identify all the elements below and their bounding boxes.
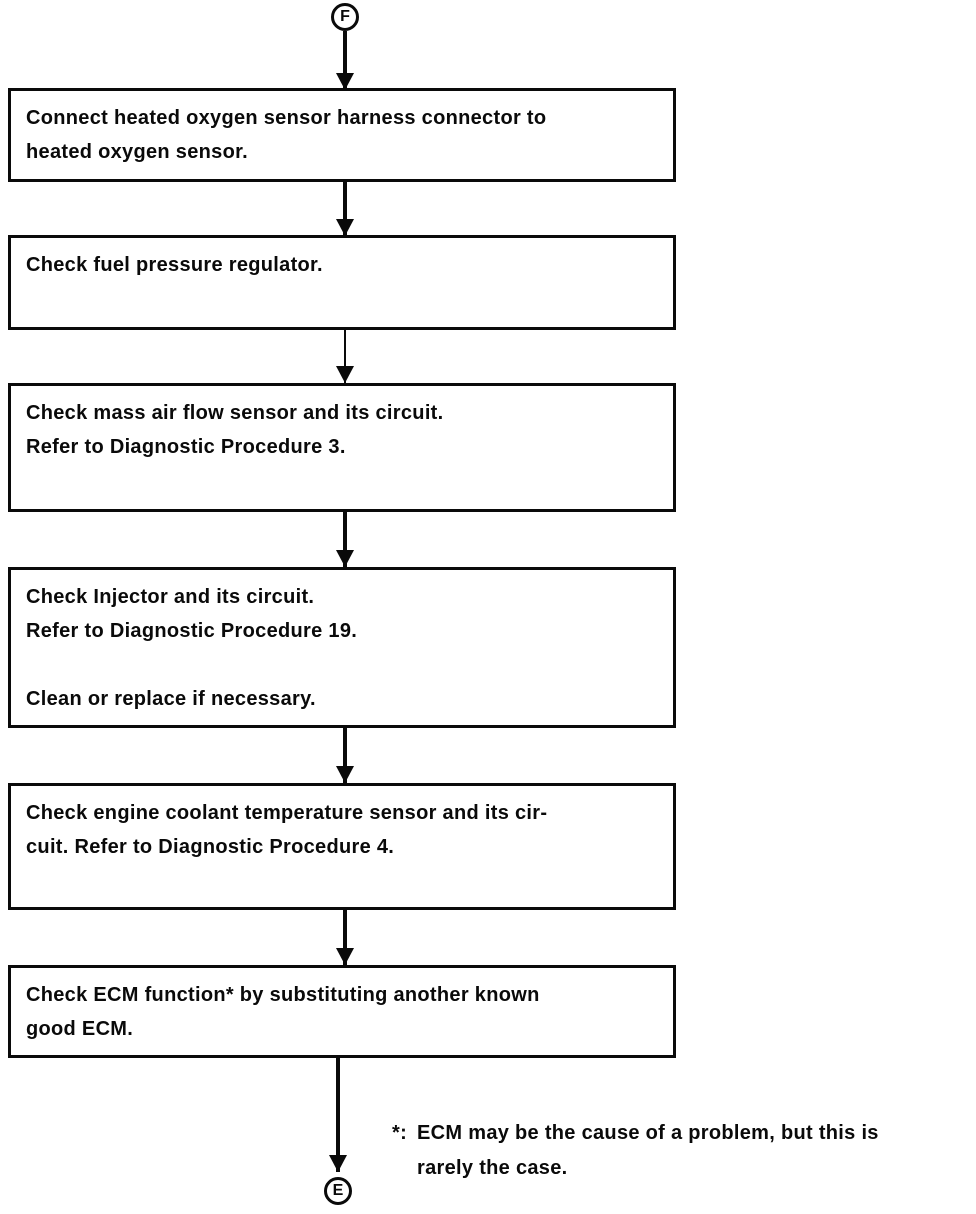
flow-arrow — [344, 330, 346, 383]
step-text: Check fuel pressure regulator. — [26, 254, 323, 276]
connector-circle-f: F — [331, 3, 359, 31]
connector-e-label: E — [332, 1182, 344, 1199]
step-text: Check ECM function* by substituting anot… — [26, 984, 540, 1040]
flow-arrow — [343, 512, 347, 567]
connector-f-label: F — [340, 8, 350, 25]
connector-circle-e: E — [324, 1177, 352, 1205]
step-text: Check engine coolant temperature sensor … — [26, 802, 548, 858]
flow-arrow — [343, 31, 347, 90]
step-check-ecm-function: Check ECM function* by substituting anot… — [8, 965, 676, 1058]
step-check-mass-air-flow-sensor: Check mass air flow sensor and its circu… — [8, 383, 676, 512]
step-text: Connect heated oxygen sensor harness con… — [26, 107, 547, 163]
ecm-footnote: *: ECM may be the cause of a problem, bu… — [392, 1116, 879, 1186]
footnote-marker: *: — [392, 1122, 408, 1144]
flow-arrow — [343, 728, 347, 783]
step-text: Check mass air flow sensor and its circu… — [26, 402, 444, 458]
step-check-fuel-pressure-regulator: Check fuel pressure regulator. — [8, 235, 676, 330]
step-check-injector: Check Injector and its circuit. Refer to… — [8, 567, 676, 728]
step-connect-heated-oxygen-sensor: Connect heated oxygen sensor harness con… — [8, 88, 676, 182]
flow-arrow — [336, 1058, 340, 1172]
step-text: Check Injector and its circuit. Refer to… — [26, 586, 358, 710]
footnote-text: ECM may be the cause of a problem, but t… — [417, 1122, 879, 1179]
flow-arrow — [343, 182, 347, 236]
step-check-engine-coolant-temperature-sensor: Check engine coolant temperature sensor … — [8, 783, 676, 910]
flow-arrow — [343, 910, 347, 965]
